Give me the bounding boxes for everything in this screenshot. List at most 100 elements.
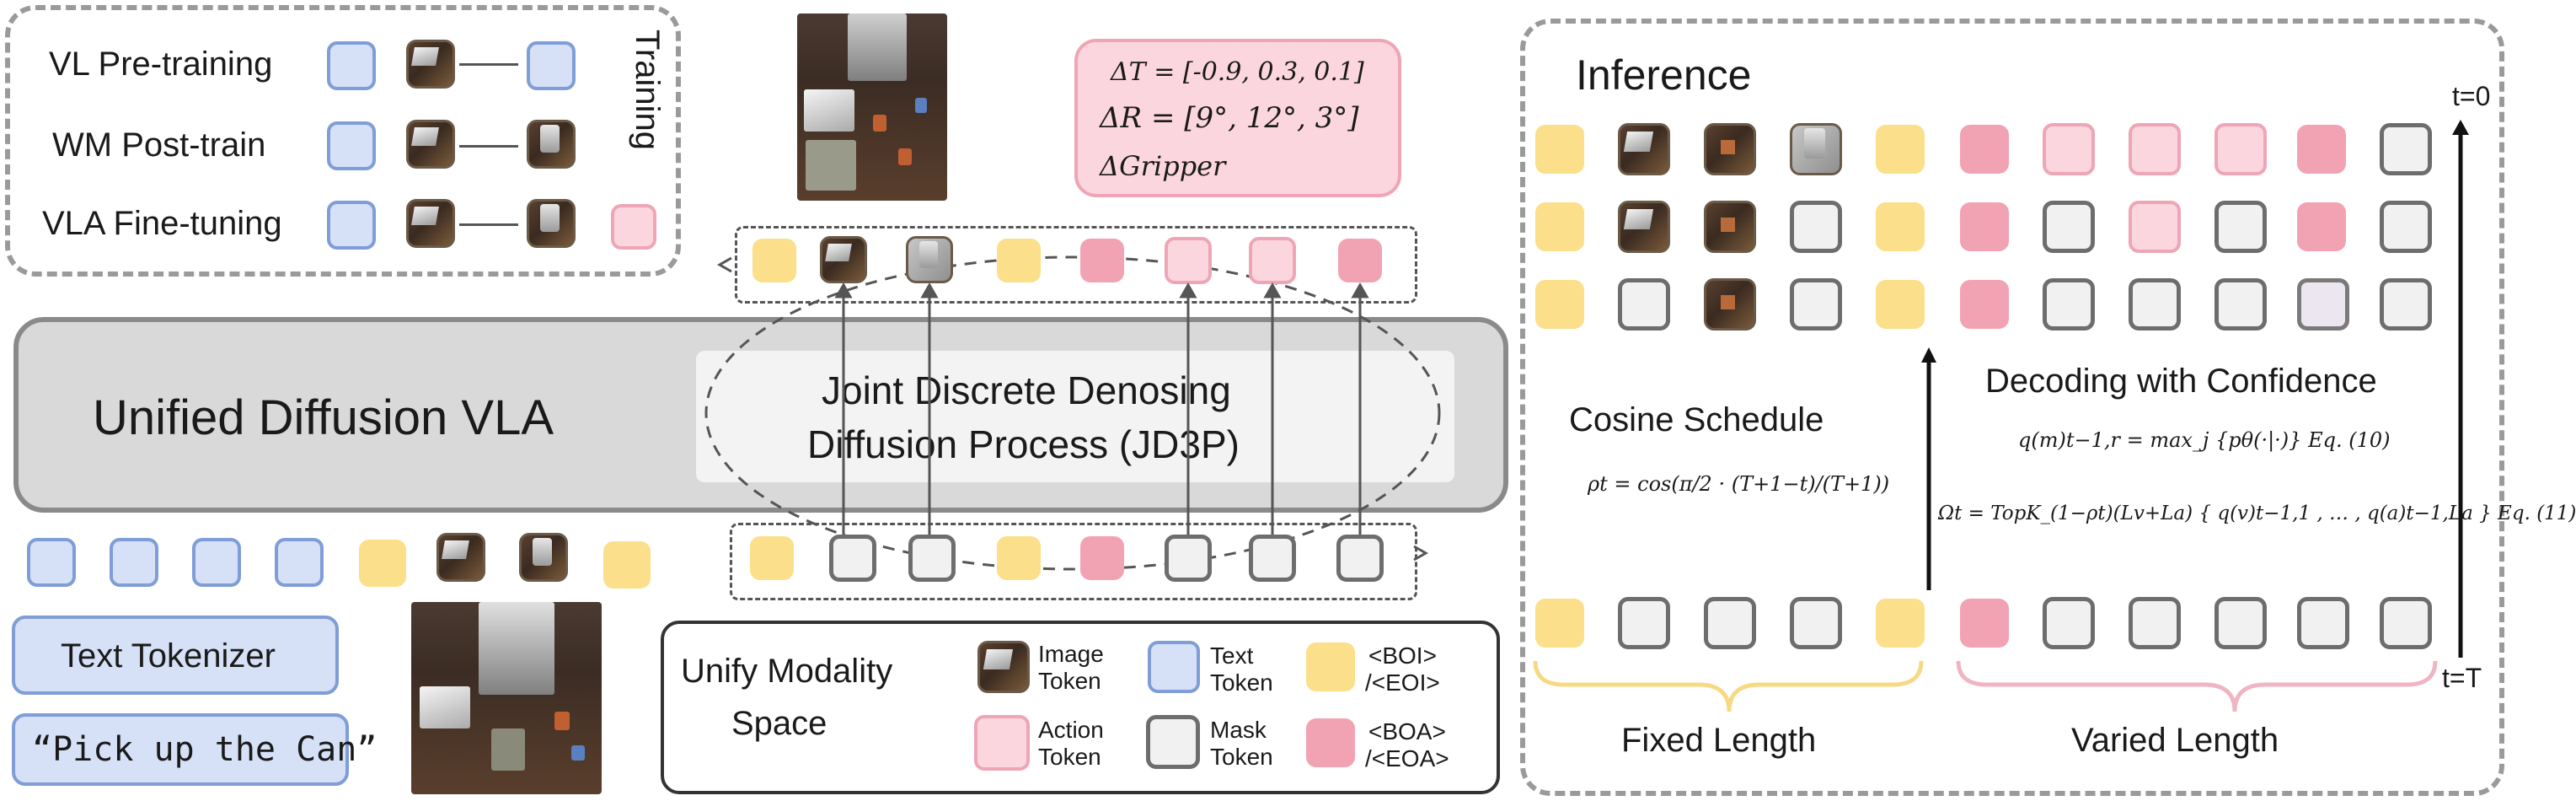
image-token (1704, 123, 1756, 175)
mask-token (829, 535, 876, 582)
legend-mask-label2: Token (1210, 744, 1273, 770)
cosine-schedule-title: Cosine Schedule (1569, 401, 1824, 438)
eoa-token (2297, 202, 2346, 251)
main-block-title: Unified Diffusion VLA (93, 390, 554, 445)
legend-text-token (1148, 641, 1200, 693)
text-token (327, 121, 376, 170)
image-token (1704, 201, 1756, 253)
text-token (192, 538, 241, 587)
action-token (611, 204, 656, 250)
action-token (2129, 123, 2181, 175)
boi-token (752, 239, 796, 282)
inference-box (1520, 19, 2504, 796)
mask-token (1618, 597, 1670, 649)
training-title: Training (629, 30, 666, 151)
boa-token (1960, 280, 2009, 329)
legend-mask-token (1146, 715, 1200, 769)
mask-token (2129, 597, 2181, 649)
boi-token (1535, 202, 1584, 251)
delta-rotation: ΔR = [9°, 12°, 3°] (1100, 101, 1359, 135)
boi-token (750, 536, 794, 580)
inference-title: Inference (1576, 51, 1752, 99)
action-token (1165, 237, 1212, 284)
boi-token (359, 540, 406, 587)
image-token (406, 120, 455, 169)
mask-token (2215, 278, 2267, 331)
denoising-arrows (834, 282, 1369, 548)
fixed-length-label: Fixed Length (1621, 722, 1817, 759)
legend-image-token (977, 641, 1030, 693)
legend-action-label1: Action (1038, 717, 1104, 743)
eoi-token (997, 239, 1041, 282)
delta-translation: ΔT = [-0.9, 0.3, 0.1] (1111, 57, 1364, 87)
mask-token (1704, 597, 1756, 649)
legend-image-label2: Token (1038, 668, 1101, 694)
timeline-arrow (2452, 120, 2469, 658)
training-row-vla-finetuning: VLA Fine-tuning (42, 205, 282, 242)
boi-token (1535, 280, 1584, 329)
text-tokenizer-box (12, 616, 339, 695)
mask-token (1790, 597, 1842, 649)
legend-boa-label2: /<EOA> (1365, 745, 1449, 771)
mask-token (2297, 278, 2349, 331)
cosine-schedule-formula: ρt = cos(π/2 · (T+1−t)/(T+1)) (1588, 472, 1890, 496)
varied-length-label: Varied Length (2071, 722, 2279, 759)
mask-token (1165, 535, 1212, 582)
boa-token (1960, 599, 2009, 648)
mask-token (2380, 278, 2432, 331)
jd3p-line1: Joint Discrete Denosing (822, 368, 1231, 412)
legend-title-line2: Space (731, 705, 827, 742)
mask-token (2215, 597, 2267, 649)
action-delta-box (1074, 39, 1401, 197)
legend-image-label1: Image (1038, 641, 1104, 667)
robot-scene-photo-top (797, 13, 947, 201)
image-token (1790, 123, 1842, 175)
image-token (406, 199, 455, 248)
text-token (327, 201, 376, 250)
prompt-box (12, 713, 349, 786)
denoise-step-arrow (1921, 347, 1936, 590)
text-token (327, 41, 376, 90)
legend-boa-token (1306, 718, 1355, 767)
legend-boi-token (1306, 642, 1355, 691)
training-box (5, 5, 681, 277)
mask-token (1790, 201, 1842, 253)
boi-token (1535, 125, 1584, 174)
legend-boa-label1: <BOA> (1368, 718, 1446, 745)
boi-token (1535, 599, 1584, 648)
action-token (2215, 123, 2267, 175)
image-token (1618, 201, 1670, 253)
eoi-token (1876, 280, 1925, 329)
legend-boi-label2: /<EOI> (1365, 669, 1440, 696)
decoding-confidence-title: Decoding with Confidence (1985, 363, 2377, 400)
text-token (110, 538, 158, 587)
image-token (527, 120, 576, 169)
mask-token (2043, 597, 2095, 649)
image-token (906, 236, 953, 283)
action-token (1249, 237, 1296, 284)
eoa-token (1338, 239, 1382, 282)
mask-token (1618, 278, 1670, 331)
image-token (1704, 278, 1756, 331)
mask-token (908, 535, 956, 582)
mask-token (2297, 597, 2349, 649)
eq10-formula: q(m)t−1,r = max_j {pθ(·|·)} Eq. (10) (2018, 428, 2391, 452)
mask-token (1790, 278, 1842, 331)
eoi-token (1876, 125, 1925, 174)
text-tokenizer-label: Text Tokenizer (61, 637, 276, 675)
eoi-token (997, 536, 1041, 580)
training-row-vl-pretraining: VL Pre-training (49, 46, 273, 83)
eoa-token (2297, 125, 2346, 174)
image-token (406, 40, 455, 89)
length-braces (1533, 660, 2438, 712)
mask-token (2380, 201, 2432, 253)
mask-token (2043, 201, 2095, 253)
image-token (436, 533, 485, 582)
legend-boi-label1: <BOI> (1368, 642, 1437, 669)
image-token (519, 533, 568, 582)
eoi-token (1876, 202, 1925, 251)
input-token-row (730, 523, 1417, 600)
t-T-label: t=T (2442, 663, 2482, 693)
training-arrow (459, 223, 518, 226)
mask-token (2215, 201, 2267, 253)
